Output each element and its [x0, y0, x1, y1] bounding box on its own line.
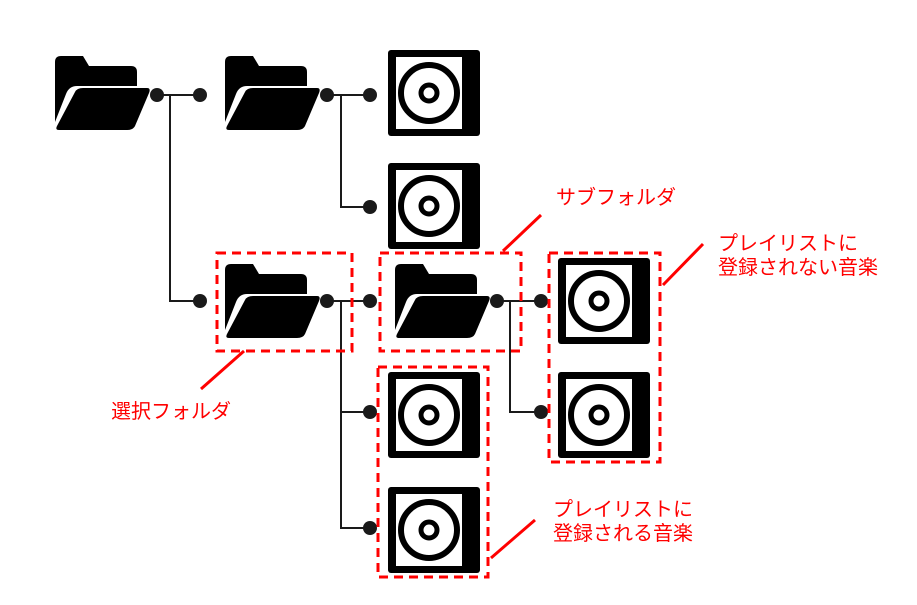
cd-icon[interactable]: [388, 50, 480, 136]
child-folder-icon[interactable]: [225, 56, 320, 130]
unregistered-music-label-line1: プレイリストに: [718, 231, 858, 255]
subfolder-icon[interactable]: [395, 264, 490, 338]
subfolder-highlight: [378, 251, 523, 353]
subfolder-label: サブフォルダ: [556, 185, 676, 209]
unregistered-music-label-line2: 登録されない音楽: [718, 255, 878, 279]
registered-callout-line: [490, 518, 536, 560]
tree-connectors: [157, 94, 541, 529]
registered-music-label-line2: 登録される音楽: [553, 521, 693, 545]
unregistered-callout-line: [661, 242, 705, 287]
registered-music-label-line1: プレイリストに: [553, 497, 693, 521]
cd-icon[interactable]: [558, 258, 650, 344]
root-folder-icon[interactable]: [55, 56, 150, 130]
connector-subfolder: [497, 300, 541, 413]
selected-folder-icon[interactable]: [225, 264, 320, 338]
subfolder-callout-line: [501, 213, 543, 253]
cd-icon[interactable]: [388, 372, 480, 458]
cd-icon[interactable]: [388, 163, 480, 249]
registered-music-highlight: [376, 365, 490, 579]
connector-child-folder: [327, 94, 370, 208]
cd-icon[interactable]: [388, 487, 480, 573]
selected-folder-highlight: [215, 251, 354, 353]
unregistered-music-highlight: [547, 251, 662, 464]
connector-dots: [150, 88, 548, 535]
selected-folder-callout-line: [200, 349, 245, 391]
connector-root: [157, 94, 200, 302]
cd-icon[interactable]: [558, 372, 650, 458]
selected-folder-label: 選択フォルダ: [111, 399, 231, 423]
